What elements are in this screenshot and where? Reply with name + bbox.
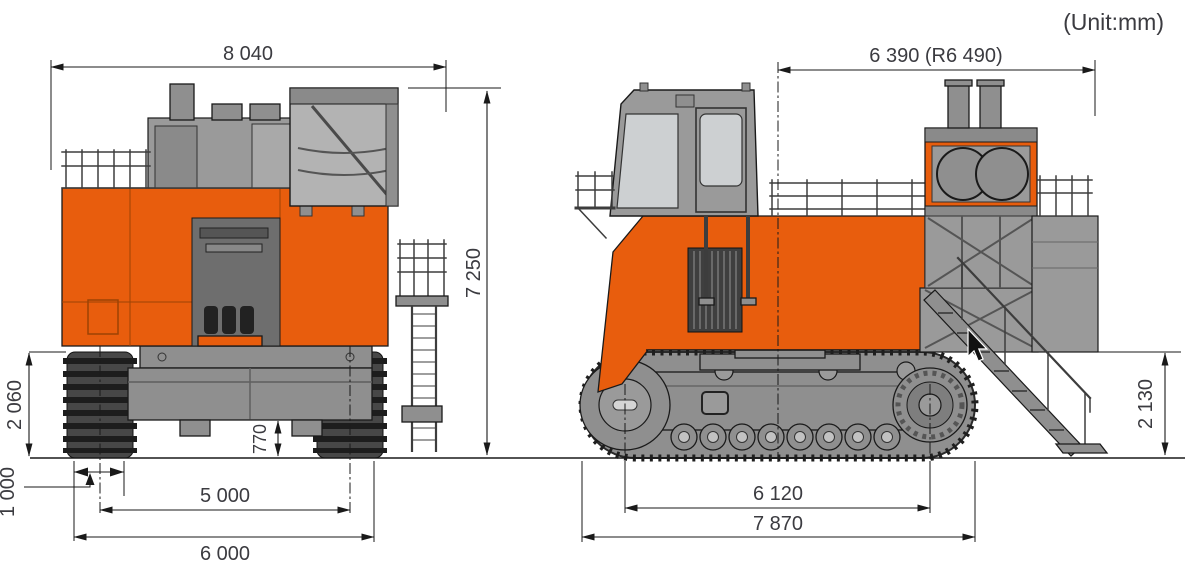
dim-track-gauge-label: 5 000 (200, 485, 250, 507)
dim-rear-clearance-label: 2 130 (1135, 379, 1157, 429)
dim-overall-width-label: 8 040 (223, 43, 273, 65)
dim-overall-crawler-width-label: 6 000 (200, 543, 250, 565)
cab-front (289, 87, 399, 207)
dim-track-gauge: 5 000 (99, 485, 351, 514)
mouse-cursor-icon (967, 327, 989, 362)
right-walkway-ladder (395, 239, 449, 452)
dim-tumbler-distance: 6 120 (624, 461, 931, 513)
front-platform-railing (574, 171, 616, 240)
dim-rear-end-radius: 6 390 (R6 490) (777, 45, 1096, 116)
fan-right (975, 147, 1029, 201)
deck-handrail-side (769, 179, 949, 217)
rear-structure (1031, 175, 1099, 353)
stair-handrail (956, 256, 1092, 444)
dim-rear-end-radius-label: 6 390 (R6 490) (869, 45, 1002, 67)
dim-shoe-width-label: 1 000 (0, 467, 19, 517)
cab-side (609, 82, 759, 306)
centerlines (99, 62, 931, 516)
cooling-module (919, 127, 1039, 353)
superstructure-house (61, 187, 389, 347)
dim-overall-width: 8 040 (50, 43, 447, 170)
dim-crawler-length-label: 7 870 (753, 513, 803, 535)
exhaust-stacks (944, 79, 1005, 129)
dim-overall-height: 7 250 (408, 87, 501, 456)
bottom-rollers (670, 423, 901, 451)
dim-crawler-height-label: 2 060 (4, 380, 26, 430)
unit-label: (Unit:mm) (1063, 9, 1164, 35)
access-ladder (410, 306, 438, 452)
side-view (574, 79, 1109, 462)
dim-overall-crawler-width: 6 000 (73, 461, 375, 565)
boarding-stairway (923, 256, 1109, 457)
dim-ground-clearance: 770 (240, 419, 292, 457)
dimensions: 8 040 7 250 2 060 770 (0, 43, 1181, 565)
dim-overall-height-label: 7 250 (463, 248, 485, 298)
front-view (61, 83, 449, 459)
dim-tumbler-distance-label: 6 120 (753, 483, 803, 505)
dim-shoe-width: 1 000 (0, 461, 125, 541)
dim-crawler-length: 7 870 (581, 461, 976, 542)
dim-rear-clearance: 2 130 (1098, 351, 1181, 456)
dim-ground-clearance-label: 770 (250, 424, 270, 454)
dim-crawler-height: 2 060 (4, 351, 66, 457)
